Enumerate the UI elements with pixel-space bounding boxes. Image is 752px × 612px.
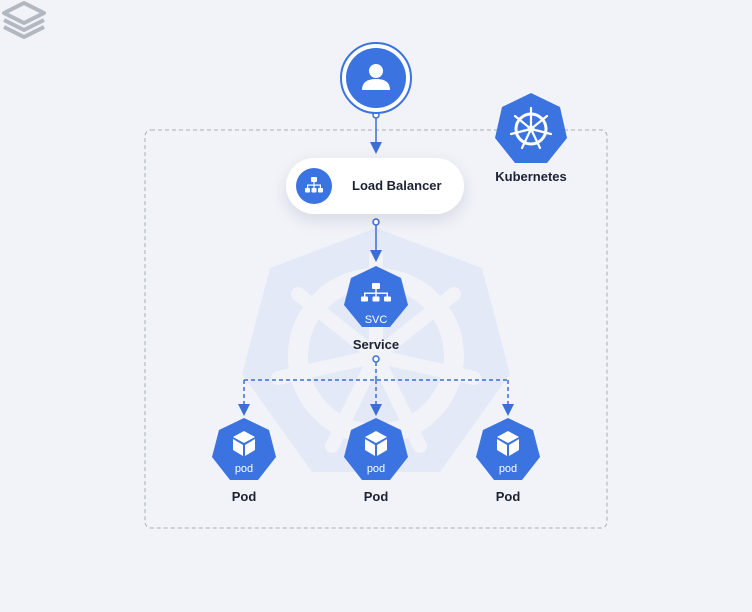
- service-badge: SVC: [365, 314, 388, 326]
- user-node: [340, 42, 412, 114]
- pod-node: pod: [212, 418, 276, 480]
- kubernetes-logo-node: [495, 93, 567, 163]
- service-label: Service: [352, 337, 400, 352]
- kubernetes-background-watermark: [242, 228, 510, 472]
- cube-icon: [233, 431, 255, 456]
- brand-logo-icon: [2, 1, 46, 39]
- pod-node: pod: [344, 418, 408, 480]
- service-to-pods-connector: [238, 355, 514, 416]
- service-node: SVC: [344, 266, 408, 327]
- user-icon: [362, 64, 390, 90]
- lb-to-service-connector: [370, 218, 382, 262]
- pod-label: Pod: [363, 489, 389, 504]
- network-hierarchy-icon: [361, 283, 391, 302]
- pod-label: Pod: [231, 489, 257, 504]
- pod-badge: pod: [499, 463, 517, 475]
- pod-badge: pod: [367, 463, 385, 475]
- cube-icon: [497, 431, 519, 456]
- kubernetes-wheel-icon: [509, 106, 553, 150]
- kubernetes-label: Kubernetes: [495, 169, 567, 184]
- load-balancer-icon-circle: [296, 168, 332, 204]
- pod-node: pod: [476, 418, 540, 480]
- load-balancer-node: Load Balancer: [286, 158, 464, 214]
- load-balancer-label: Load Balancer: [352, 178, 442, 193]
- network-hierarchy-icon: [305, 177, 323, 193]
- pod-label: Pod: [495, 489, 521, 504]
- pod-badge: pod: [235, 463, 253, 475]
- cube-icon: [365, 431, 387, 456]
